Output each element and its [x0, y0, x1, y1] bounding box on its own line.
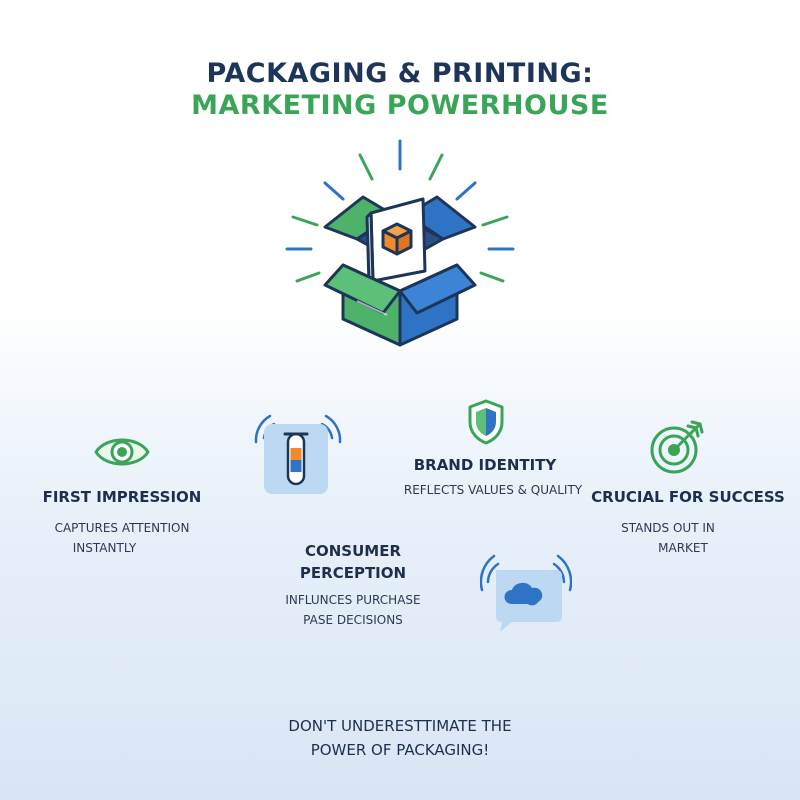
crucial-success-title: CRUCIAL FOR SUCCESS [591, 488, 785, 506]
eye-icon [92, 430, 152, 474]
consumer-perception-line-2: PASE DECISIONS [303, 613, 403, 627]
brand-identity-title: BRAND IDENTITY [413, 456, 557, 474]
consumer-perception-title-2: PERCEPTION [299, 564, 407, 582]
crucial-success-line-1: STANDS OUT IN [621, 521, 715, 535]
first-impression-line-1: CAPTURES ATTENTION [54, 521, 190, 535]
crucial-success-line-2: MARKET [658, 541, 708, 555]
test-tube-icon [252, 402, 344, 498]
brand-identity-line-1: REFLECTS VALUES & QUALITY [403, 483, 583, 497]
target-icon [648, 416, 708, 476]
first-impression-title: FIRST IMPRESSION [42, 488, 202, 506]
consumer-perception-line-1: INFLUNCES PURCHASE [285, 593, 421, 607]
first-impression-line-2: INSTANTLY [72, 541, 137, 555]
chat-bubble-icon [480, 548, 572, 636]
footer-line-2: POWER OF PACKAGING! [310, 741, 490, 759]
shield-icon [466, 398, 506, 446]
title-line-1: PACKAGING & PRINTING: [206, 58, 594, 89]
footer-line-1: DON'T UNDERESTTIMATE THE [288, 717, 512, 735]
open-box-icon [275, 135, 535, 355]
consumer-perception-title-1: CONSUMER [304, 542, 402, 560]
title-line-2: MARKETING POWERHOUSE [191, 90, 609, 121]
